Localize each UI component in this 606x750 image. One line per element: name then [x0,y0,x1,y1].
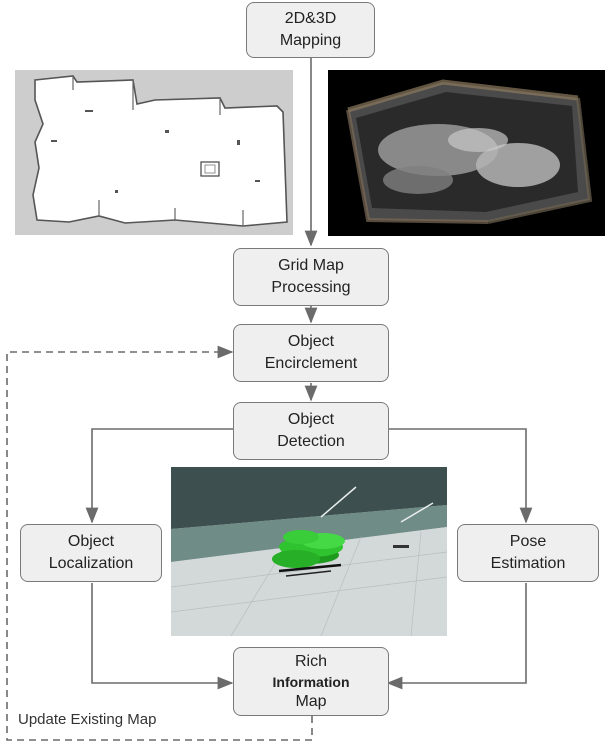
node-object-encirclement: Object Encirclement [233,324,389,382]
node-mapping-line-2: Mapping [279,32,342,49]
node-detect-line-2: Detection [277,433,345,450]
object-detection-scene [171,467,447,636]
arrow-detect-to-pose [388,428,533,524]
node-grid-line-1: Grid Map [278,257,344,274]
node-rich-line-3: Map [295,692,327,710]
node-rich-line-1: Rich [294,652,327,670]
node-pose-line-2: Estimation [490,555,566,572]
node-pose-line-1: Pose [509,533,547,550]
arrow-detect-to-localize [85,428,234,524]
feedback-label: Update Existing Map [18,711,157,728]
node-pose-estimation: Pose Estimation [457,524,599,582]
arrow-feedback-update-map [6,345,313,741]
arrow-pose-to-rich [386,583,527,690]
node-object-localization: Object Localization [20,524,162,582]
node-rich-line-2: Information [272,673,350,690]
node-encircle-line-1: Object [287,333,335,350]
node-grid-map-processing: Grid Map Processing [233,248,389,306]
node-encircle-line-2: Encirclement [264,355,358,372]
node-rich-information-map: Rich Information Map [233,647,389,716]
3d-point-cloud-map [328,70,605,236]
node-mapping: 2D&3D Mapping [246,2,375,58]
node-localize-line-1: Object [67,533,115,550]
node-mapping-line-1: 2D&3D [284,10,337,27]
2d-occupancy-grid-map [15,70,293,235]
node-object-detection: Object Detection [233,402,389,460]
node-detect-line-1: Object [287,411,335,428]
node-localize-line-2: Localization [48,555,134,572]
node-grid-line-2: Processing [271,279,351,296]
arrow-localize-to-rich [91,583,234,690]
